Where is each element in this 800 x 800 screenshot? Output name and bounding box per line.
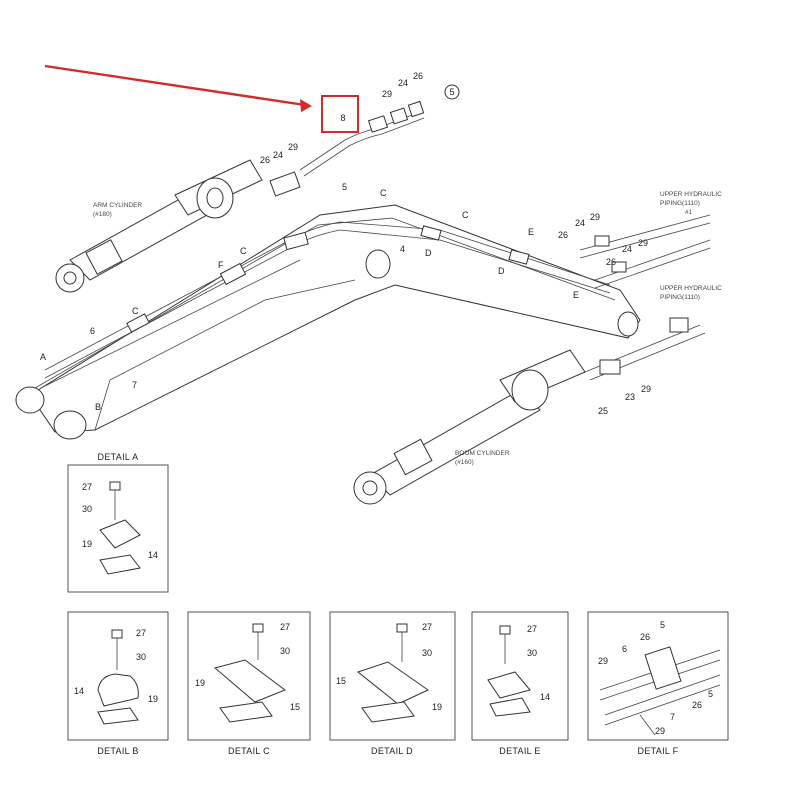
label-boom-cylinder: BOOM CYLINDER xyxy=(455,450,510,457)
detail-b-19: 19 xyxy=(148,694,158,704)
label-boom-cylinder-ref: (#160) xyxy=(455,459,474,466)
label-upper-hyd-top-sub: #1 xyxy=(685,209,693,216)
detail-b-27: 27 xyxy=(136,628,146,638)
detail-d-15: 15 xyxy=(336,676,346,686)
detail-f-7: 7 xyxy=(670,712,675,722)
label-upper-hyd-bottom-ref: PIPING(1110) xyxy=(660,294,700,301)
label-r-26: 26 xyxy=(558,230,568,240)
detail-f-29-left: 29 xyxy=(598,656,608,666)
label-top-5: 5 xyxy=(449,87,454,97)
label-b-29: 29 xyxy=(641,384,651,394)
detail-d-caption: DETAIL D xyxy=(371,746,413,756)
label-c-upper: C xyxy=(240,246,247,256)
label-d-left: D xyxy=(425,248,432,258)
detail-a: DETAIL A 27 30 19 14 xyxy=(67,452,169,593)
label-r2-26: 26 xyxy=(606,257,616,267)
detail-c-15: 15 xyxy=(290,702,300,712)
detail-e-27: 27 xyxy=(527,624,537,634)
detail-c-caption: DETAIL C xyxy=(228,746,270,756)
detail-a-19: 19 xyxy=(82,539,92,549)
callout-arrow xyxy=(44,64,312,112)
detail-f-5-right: 5 xyxy=(708,689,713,699)
boom-cylinder: BOOM CYLINDER (#160) 25 23 29 xyxy=(353,317,706,505)
detail-f-6: 6 xyxy=(622,644,627,654)
label-arm-cylinder-ref: (#180) xyxy=(93,211,112,218)
detail-b: 27 30 14 19 DETAIL B xyxy=(67,611,169,756)
label-6: 6 xyxy=(90,326,95,336)
detail-d-30: 30 xyxy=(422,648,432,658)
top-pipe-assembly: 5 29 24 26 xyxy=(299,71,460,177)
detail-b-caption: DETAIL B xyxy=(97,746,138,756)
detail-f-5-top: 5 xyxy=(660,620,665,630)
label-top-26: 26 xyxy=(413,71,423,81)
detail-c-27: 27 xyxy=(280,622,290,632)
detail-f-26-right: 26 xyxy=(692,700,702,710)
label-r-24: 24 xyxy=(575,218,585,228)
label-upper-hyd-top: UPPER HYDRAULIC xyxy=(660,191,722,198)
detail-e-caption: DETAIL E xyxy=(499,746,540,756)
label-7: 7 xyxy=(132,380,137,390)
label-c-mid: C xyxy=(462,210,469,220)
label-c-left: C xyxy=(132,306,139,316)
detail-a-27: 27 xyxy=(82,482,92,492)
label-b-23: 23 xyxy=(625,392,635,402)
detail-e-frame xyxy=(471,611,569,741)
callout-box-8[interactable]: 8 xyxy=(321,95,359,133)
label-upper-hyd-top-ref: PIPING(1110) xyxy=(660,200,700,207)
detail-b-14: 14 xyxy=(74,686,84,696)
detail-e-14: 14 xyxy=(540,692,550,702)
label-4: 4 xyxy=(400,244,405,254)
label-r2-29: 29 xyxy=(638,238,648,248)
detail-f-caption: DETAIL F xyxy=(638,746,679,756)
detail-d-27: 27 xyxy=(422,622,432,632)
detail-e: 27 30 14 DETAIL E xyxy=(471,611,569,756)
detail-f-26-top: 26 xyxy=(640,632,650,642)
detail-d-19: 19 xyxy=(432,702,442,712)
label-upper-hyd-bottom: UPPER HYDRAULIC xyxy=(660,285,722,292)
label-e-right: E xyxy=(573,290,579,300)
label-top-24: 24 xyxy=(398,78,408,88)
label-mid-26: 26 xyxy=(260,155,270,165)
label-e-mid: E xyxy=(528,227,534,237)
detail-a-30: 30 xyxy=(82,504,92,514)
callout-number: 8 xyxy=(340,113,345,123)
label-boom-5: 5 xyxy=(342,182,347,192)
boom: 5 C C E 4 D D E C F C 6 A B 7 xyxy=(15,182,641,440)
label-d-right: D xyxy=(498,266,505,276)
detail-b-30: 30 xyxy=(136,652,146,662)
detail-c-19: 19 xyxy=(195,678,205,688)
label-c-top: C xyxy=(380,188,387,198)
detail-f: 5 26 29 6 5 26 7 29 DETAIL F xyxy=(587,611,729,756)
detail-e-30: 30 xyxy=(527,648,537,658)
label-arm-cylinder: ARM CYLINDER xyxy=(93,202,142,209)
label-b-25: 25 xyxy=(598,406,608,416)
detail-d: 27 30 15 19 DETAIL D xyxy=(329,611,456,756)
label-r2-24: 24 xyxy=(622,244,632,254)
arm-cylinder: ARM CYLINDER (#180) 26 24 29 xyxy=(55,142,301,293)
label-f: F xyxy=(218,260,224,270)
label-mid-24: 24 xyxy=(273,150,283,160)
label-a: A xyxy=(40,352,46,362)
detail-a-14: 14 xyxy=(148,550,158,560)
label-b: B xyxy=(95,402,101,412)
label-top-29: 29 xyxy=(382,89,392,99)
label-mid-29: 29 xyxy=(288,142,298,152)
detail-f-29-bottom: 29 xyxy=(655,726,665,736)
detail-a-caption: DETAIL A xyxy=(98,452,139,462)
detail-c: 27 30 19 15 DETAIL C xyxy=(187,611,311,756)
label-r-29: 29 xyxy=(590,212,600,222)
detail-c-30: 30 xyxy=(280,646,290,656)
upper-hydraulic-piping: UPPER HYDRAULIC PIPING(1110) #1 UPPER HY… xyxy=(558,191,722,301)
